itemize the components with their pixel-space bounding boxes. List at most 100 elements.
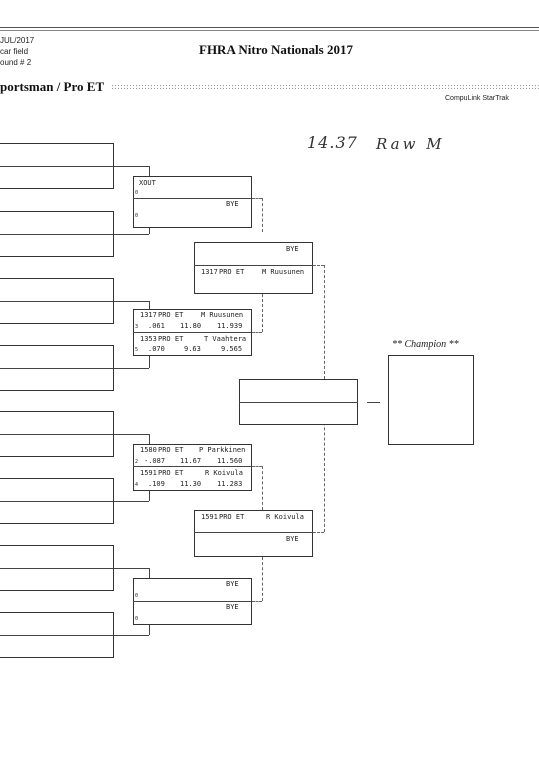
r2-p3-top-lane: 2 — [135, 459, 139, 465]
r1-box-5-divider — [0, 434, 113, 435]
conn-r1-3 — [114, 301, 149, 302]
r2-p3-bottom-et: 11.30 — [180, 480, 202, 488]
conn-r2-1b — [252, 198, 262, 199]
r2-pair3-box — [133, 444, 252, 491]
r2-p3-top-class: PRO ET — [158, 446, 184, 454]
system-name: CompuLink StarTrak — [445, 95, 509, 102]
handwritten-signature: Raw M — [376, 135, 445, 153]
final-divider — [239, 402, 358, 403]
class-title: portsman / Pro ET — [0, 79, 105, 94]
conn-r1-7 — [114, 568, 149, 569]
conn-r3-2a — [324, 402, 325, 532]
r2-p4-bottom-lane: 0 — [135, 616, 139, 622]
r2-pair2-divider — [133, 332, 252, 333]
r2-p3-top-dial: 11.560 — [217, 457, 243, 465]
conn-r1-2 — [114, 234, 149, 235]
r2-p3-bottom-num: 1591 — [140, 469, 157, 477]
r2-p2-bottom-name: T Vaahtera — [204, 335, 247, 343]
r1-box-1-divider — [0, 166, 113, 167]
event-title: FHRA Nitro Nationals 2017 — [199, 42, 353, 57]
conn-r2-4b — [252, 601, 262, 602]
r2-p3-bottom-class: PRO ET — [158, 469, 184, 477]
conn-r1-6 — [114, 501, 149, 502]
r2-p3-bottom-dial: 11.283 — [217, 480, 243, 488]
r2-p2-top-num: 1317 — [140, 311, 157, 319]
r1-box-6-divider — [0, 501, 113, 502]
r2-p2-top-lane: 3 — [135, 324, 139, 330]
r2-p4-top-lane: 0 — [135, 593, 139, 599]
conn-r2-3a — [262, 466, 263, 510]
r2-p2-bottom-lane: 5 — [135, 347, 139, 353]
conn-r1-8 — [114, 635, 149, 636]
r3-pair1-divider — [194, 265, 313, 266]
r2-p2-bottom-rt: .070 — [148, 345, 165, 353]
conn-r1-1v — [149, 166, 150, 176]
champion-box — [388, 355, 474, 445]
conn-r1-5 — [114, 434, 149, 435]
r2-p3-bottom-name: R Koivula — [205, 469, 243, 477]
r2-p2-top-rt: .061 — [148, 322, 165, 330]
final-to-champion — [367, 402, 380, 403]
r2-p3-top-rt: -.087 — [144, 457, 166, 465]
champion-label: ** Champion ** — [392, 339, 459, 350]
r1-box-7-divider — [0, 568, 113, 569]
r2-p2-top-class: PRO ET — [158, 311, 184, 319]
conn-r1-1 — [114, 166, 149, 167]
r3-pair1-box — [194, 242, 313, 294]
r2-pair1-box — [133, 176, 252, 228]
r2-p4-top-name: BYE — [226, 580, 239, 588]
conn-r3-2b — [313, 532, 324, 533]
r2-p2-bottom-class: PRO ET — [158, 335, 184, 343]
conn-r1-2v — [149, 228, 150, 234]
r2-p2-top-name: M Ruusunen — [201, 311, 244, 319]
conn-r2-4a — [262, 557, 263, 601]
r2-pair1-divider — [133, 198, 252, 199]
conn-r3-1b — [313, 265, 324, 266]
handwritten-time: 14.37 — [307, 133, 358, 152]
header-round: ound # 2 — [0, 58, 32, 67]
r1-box-4-divider — [0, 368, 113, 369]
r2-p2-bottom-et: 9.63 — [184, 345, 201, 353]
conn-r1-4 — [114, 368, 149, 369]
r2-p3-bottom-rt: .109 — [148, 480, 165, 488]
r2-p3-top-name: P Parkkinen — [199, 446, 246, 454]
conn-r1-4v — [149, 356, 150, 368]
r3-p2-top-num: 1591 — [201, 513, 218, 521]
header-rule-top — [0, 27, 539, 28]
r3-p1-top-name: BYE — [286, 245, 299, 253]
r3-p2-top-name: R Koivula — [266, 513, 304, 521]
r2-p3-top-et: 11.67 — [180, 457, 202, 465]
r2-p1-top-lane: 0 — [135, 190, 139, 196]
r2-p2-bottom-dial: 9.565 — [221, 345, 243, 353]
r2-p1-bottom-lane: 0 — [135, 213, 139, 219]
r1-box-2-divider — [0, 234, 113, 235]
r2-p2-top-dial: 11.939 — [217, 322, 243, 330]
conn-r1-3v — [149, 301, 150, 309]
r2-p3-bottom-lane: 4 — [135, 482, 139, 488]
conn-r2-2b — [252, 332, 262, 333]
header-rule-top-2 — [0, 30, 539, 31]
conn-r1-8v — [149, 625, 150, 635]
r2-pair3-divider — [133, 466, 252, 467]
conn-r2-2a — [262, 294, 263, 332]
r1-box-8-divider — [0, 635, 113, 636]
conn-r1-5v — [149, 434, 150, 444]
title-dot-leader — [111, 84, 539, 90]
r2-pair4-divider — [133, 601, 252, 602]
r3-pair2-divider — [194, 532, 313, 533]
r2-p1-top-name: XOUT — [139, 179, 156, 187]
r3-p1-bottom-name: M Ruusunen — [262, 268, 305, 276]
r3-p1-bottom-num: 1317 — [201, 268, 218, 276]
conn-r2-1a — [262, 198, 263, 232]
r2-p1-bottom-name: BYE — [226, 200, 239, 208]
header-field: car field — [0, 47, 29, 56]
r2-p2-bottom-num: 1353 — [140, 335, 157, 343]
conn-r1-6v — [149, 491, 150, 501]
conn-r3-1a — [324, 265, 325, 379]
conn-r1-7v — [149, 568, 150, 578]
r3-pair2-box — [194, 510, 313, 557]
r3-p1-bottom-class: PRO ET — [219, 268, 245, 276]
header-date: JUL/2017 — [0, 36, 35, 45]
r2-p3-top-num: 1580 — [140, 446, 157, 454]
r2-p4-bottom-name: BYE — [226, 603, 239, 611]
